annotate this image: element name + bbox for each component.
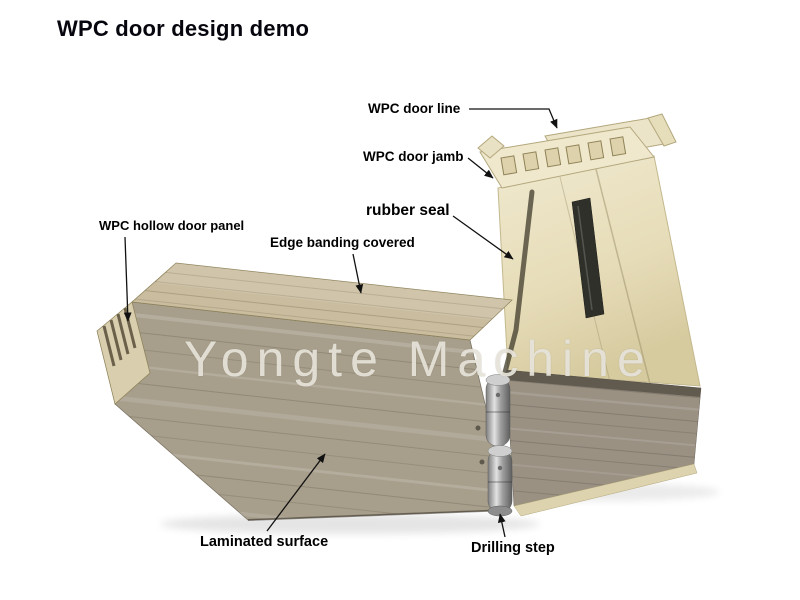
- frame-top-fin: [647, 113, 677, 147]
- hinge-screw: [497, 465, 503, 471]
- door-screw: [475, 425, 481, 431]
- frame-bottom-miter: [513, 463, 698, 517]
- frame-corner-shadow: [506, 370, 701, 397]
- frame-laminate-grain: [506, 379, 701, 506]
- arrow-door-jamb: [467, 157, 494, 179]
- door-edge-banding-face: [131, 262, 513, 341]
- label-laminated-surface: Laminated surface: [200, 534, 329, 550]
- rubber-seal-strip: [571, 197, 605, 319]
- door-hollow-end-face: [96, 301, 151, 405]
- label-wpc-hollow-door-panel: WPC hollow door panel: [99, 218, 245, 233]
- arrow-edge-banding: [352, 253, 364, 294]
- hinge-assembly: [475, 374, 513, 517]
- label-wpc-door-line: WPC door line: [368, 101, 461, 116]
- hinge-screw: [495, 392, 501, 398]
- door-screw: [479, 459, 485, 465]
- page-title: WPC door design demo: [57, 16, 310, 41]
- door-gap-groove: [500, 189, 535, 383]
- arrow-drilling-step: [497, 513, 506, 538]
- label-wpc-door-jamb: WPC door jamb: [363, 149, 464, 164]
- arrow-hollow-panel: [123, 236, 132, 322]
- arrow-rubber-seal: [452, 215, 514, 260]
- label-rubber-seal: rubber seal: [366, 202, 450, 219]
- label-edge-banding-covered: Edge banding covered: [270, 235, 415, 250]
- door-frame: [477, 113, 702, 517]
- label-arrows: [123, 108, 558, 538]
- hinge-barrel-bottom: [487, 449, 513, 513]
- arrow-door-line: [469, 108, 558, 129]
- arrow-laminated-surface: [266, 453, 326, 532]
- frame-left-upstand: [477, 135, 505, 159]
- frame-hollow-chambers: [500, 136, 627, 176]
- edge-banding-grain: [134, 263, 512, 340]
- label-drilling-step: Drilling step: [471, 540, 555, 556]
